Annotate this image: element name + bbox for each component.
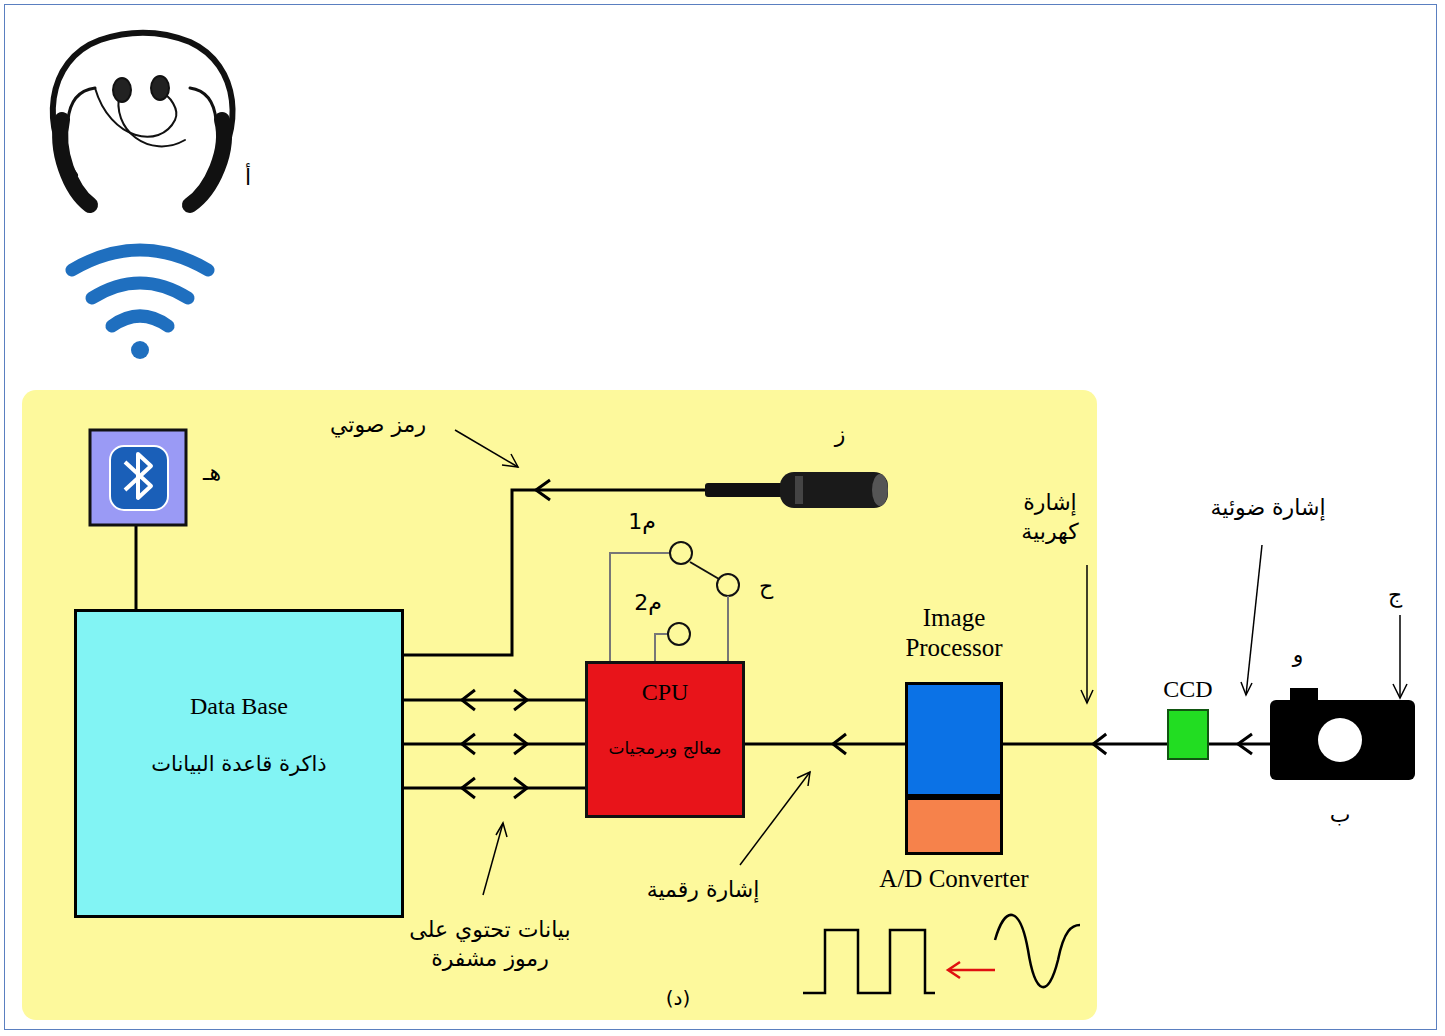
component-box: CCD	[1167, 709, 1209, 760]
callout-label: م1	[628, 508, 656, 537]
bluetooth-module	[90, 430, 186, 609]
callout-label: ب	[1330, 801, 1351, 830]
callout-label: إشارة كهربية	[1005, 489, 1095, 546]
callout-label: ح	[759, 573, 773, 602]
node-text: CPU	[588, 678, 742, 707]
node-text: معالج وبرمجيات	[588, 738, 742, 758]
microphone	[404, 472, 888, 655]
camera	[1209, 688, 1415, 780]
component-box: Data Base ذاكرة قاعدة البيانات	[74, 609, 404, 918]
callout-label: بيانات تحتوي على رموز مشفرة	[390, 916, 590, 973]
callout-label: م2	[634, 589, 662, 618]
panel-ground	[22, 390, 1097, 1020]
signal-connector	[404, 734, 585, 754]
signal-connector	[745, 734, 905, 754]
callout-label: هـ	[203, 459, 221, 488]
wireless-waves	[72, 250, 208, 359]
node-text: A/D Converter	[879, 864, 1028, 894]
leader-lines	[455, 430, 1407, 895]
signal-waveforms	[803, 915, 1080, 993]
callout-label: ز	[835, 421, 846, 450]
callout-label: ج	[1388, 581, 1402, 610]
node-text: (د)	[666, 986, 691, 1010]
component-box: A/D Converter	[905, 797, 1003, 855]
node-text: ذاكرة قاعدة البيانات	[77, 752, 401, 777]
component-box: Image Processor	[905, 682, 1003, 797]
signal-connector	[1003, 734, 1167, 754]
component-box: CPU معالج وبرمجيات	[585, 661, 745, 818]
headphones	[53, 33, 233, 205]
node-text: Image Processor	[879, 603, 1029, 663]
callout-label: و	[1293, 641, 1304, 670]
callout-label: رمز صوتي	[330, 411, 426, 440]
callout-label: أ	[245, 164, 251, 193]
signal-connector	[404, 778, 585, 798]
signal-connector	[404, 690, 585, 710]
callout-label: إشارة رقمية	[647, 876, 760, 905]
callout-label: إشارة ضوئية	[1211, 494, 1326, 523]
node-text: CCD	[1163, 675, 1212, 704]
node-text: Data Base	[77, 692, 401, 721]
switch	[610, 542, 739, 661]
